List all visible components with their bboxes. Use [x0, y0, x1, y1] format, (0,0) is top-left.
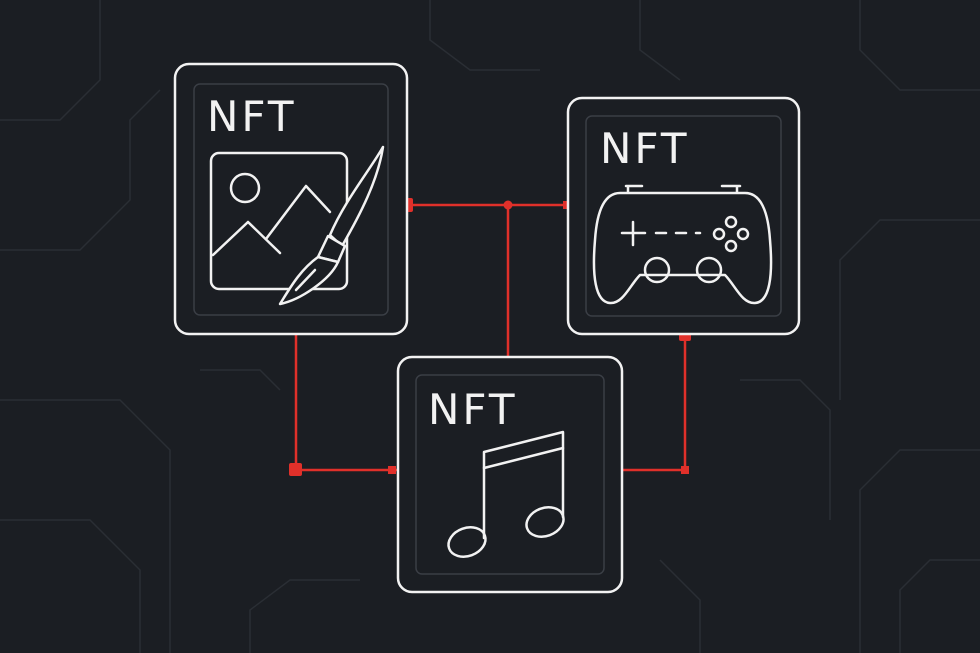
card-game-label: NFT: [600, 124, 690, 173]
connector-node: [503, 200, 513, 210]
card-music-label: NFT: [428, 385, 518, 434]
connector-node: [289, 463, 302, 476]
connector-node: [681, 466, 689, 474]
music-note-icon: [447, 430, 565, 558]
gamepad-icon: [592, 184, 773, 305]
card-game: [566, 96, 801, 336]
connector-art-music: [294, 333, 398, 472]
connector-node: [388, 466, 396, 474]
card-art: [173, 62, 409, 336]
connector-game-music: [622, 333, 687, 472]
image-paintbrush-icon: [209, 145, 385, 306]
card-music: [396, 355, 624, 594]
card-art-label: NFT: [207, 92, 297, 141]
